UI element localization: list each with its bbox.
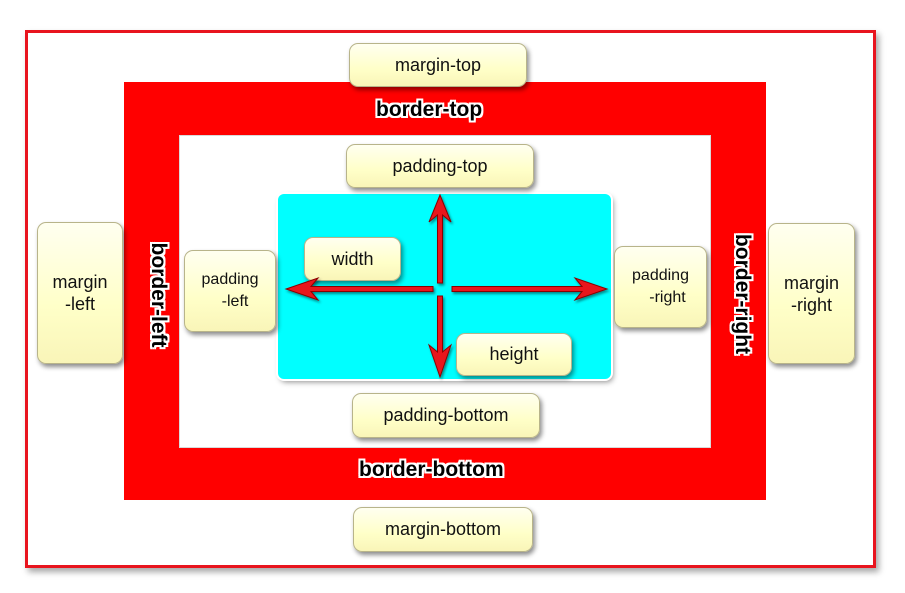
margin-left-label: margin -left	[37, 222, 123, 364]
border-right-label: border-right	[731, 233, 754, 355]
margin-top-label: margin-top	[349, 43, 527, 87]
width-label: width	[304, 237, 401, 281]
padding-bottom-text: padding-bottom	[383, 405, 509, 425]
margin-right-label: margin -right	[768, 223, 855, 364]
margin-bottom-label: margin-bottom	[353, 507, 533, 552]
margin-top-text: margin-top	[394, 54, 482, 75]
padding-top-text: padding-top	[392, 155, 488, 176]
border-top-label: border-top	[376, 98, 483, 121]
margin-left-text-line2: -left	[64, 294, 95, 314]
padding-top-label: padding-top	[346, 144, 534, 188]
height-text: height	[489, 344, 539, 364]
padding-right-label: padding -right	[614, 246, 707, 328]
height-label: height	[456, 333, 572, 376]
width-text: width	[331, 248, 374, 269]
padding-left-text-line1: padding	[201, 271, 259, 288]
margin-left-text-line1: margin	[52, 272, 108, 292]
border-left-label: border-left	[147, 242, 170, 348]
margin-right-text-line2: -right	[790, 294, 832, 315]
padding-left-text-line2: -left	[221, 293, 249, 310]
margin-right-text-line1: margin	[783, 272, 840, 293]
padding-right-text-line2: -right	[649, 289, 686, 306]
padding-bottom-label: padding-bottom	[352, 393, 540, 438]
padding-right-text-line1: padding	[632, 267, 689, 284]
padding-left-label: padding -left	[184, 250, 276, 332]
margin-bottom-text: margin-bottom	[384, 519, 502, 539]
border-bottom-label: border-bottom	[359, 458, 504, 481]
